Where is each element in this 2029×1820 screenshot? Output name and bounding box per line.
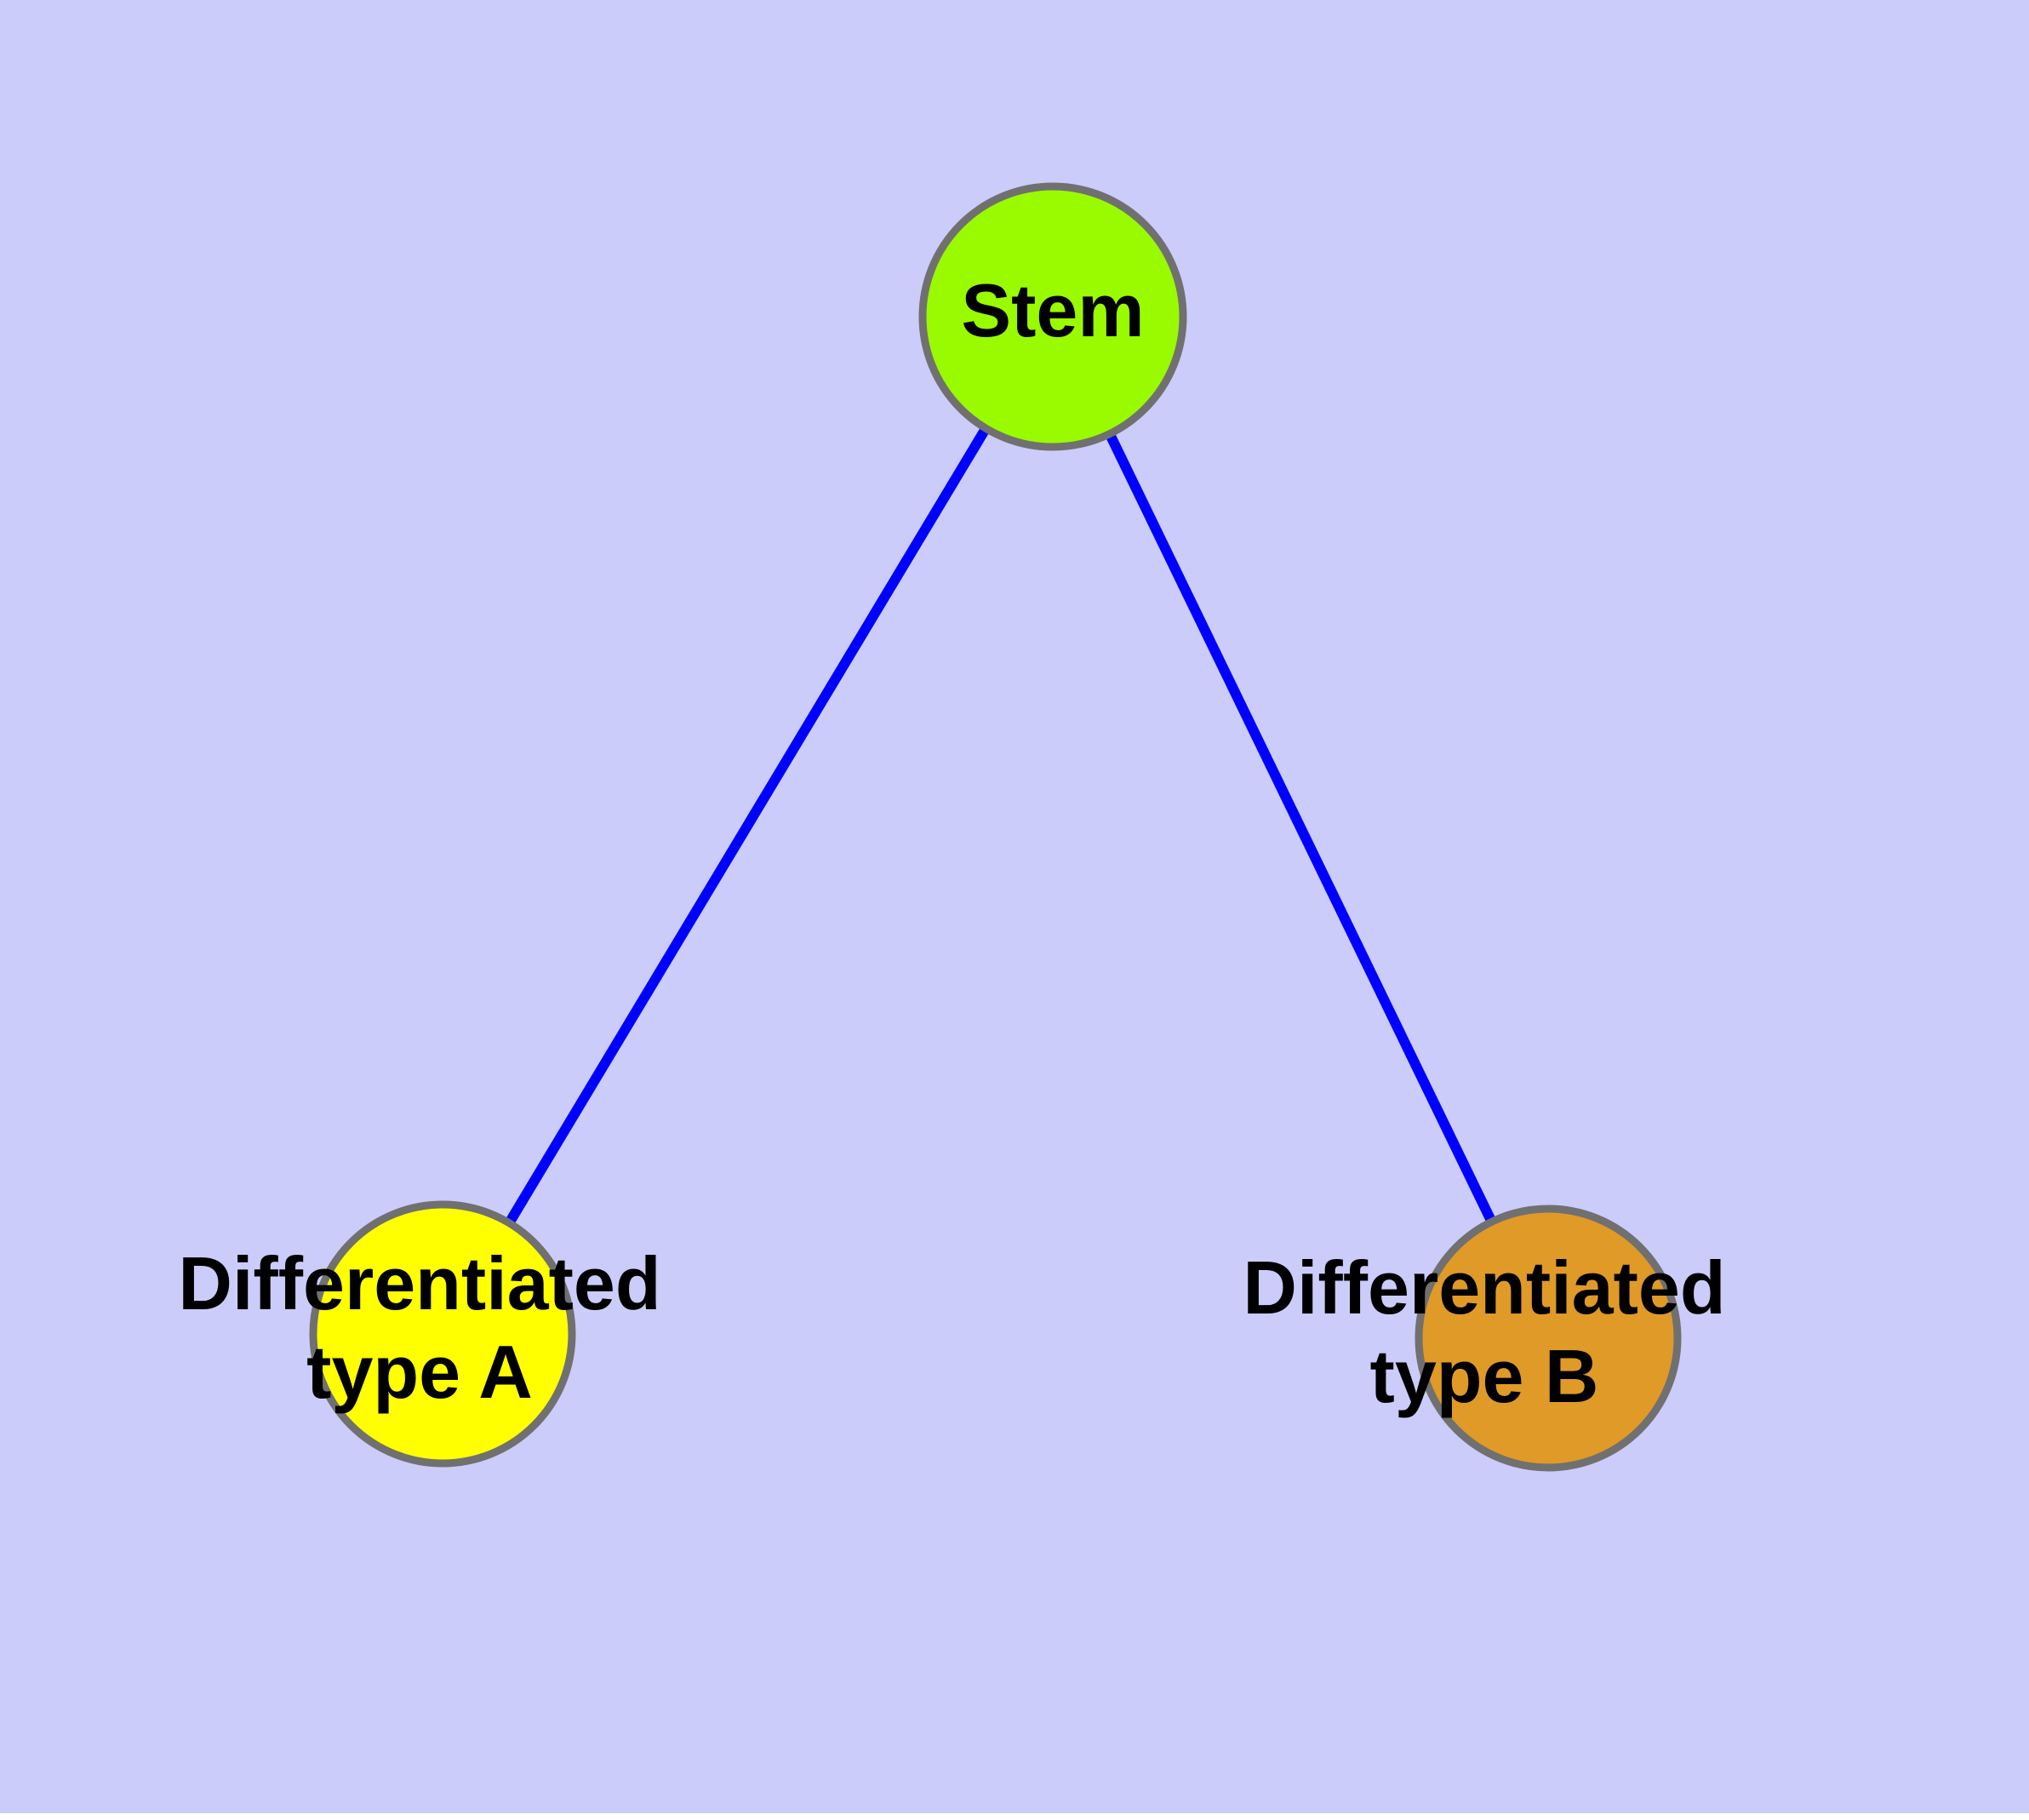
node-label-stem: Stem [961,268,1144,352]
node-label-line: type B [1370,1334,1599,1418]
node-circle-diff_b[interactable] [1415,1205,1682,1472]
node-label-line: Differentiated [178,1241,660,1325]
node-label-line: Stem [961,268,1144,352]
node-circle-stem[interactable] [918,182,1187,451]
node-label-line: type A [306,1330,533,1414]
graph-node-diff_b[interactable] [1415,1205,1682,1472]
edge-layer [437,313,1553,1341]
graph-node-diff_a[interactable] [309,1200,576,1468]
node-label-line: Differentiated [1243,1245,1725,1330]
node-circle-diff_a[interactable] [309,1200,576,1468]
edge-stem-diff-a[interactable] [437,313,1058,1337]
graph-node-stem[interactable] [918,182,1187,451]
edge-stem-diff-b[interactable] [1048,314,1553,1341]
